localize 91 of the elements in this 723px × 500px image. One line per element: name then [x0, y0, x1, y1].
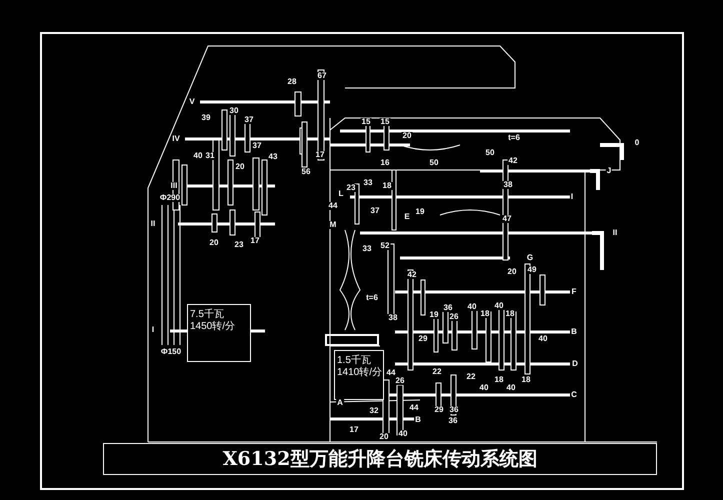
part-label: D	[571, 360, 579, 368]
part-label: 26	[394, 377, 406, 385]
part-label: A	[336, 399, 344, 407]
part-label: 23	[346, 184, 356, 192]
part-label: C	[570, 391, 578, 399]
part-label: 18	[382, 182, 392, 190]
part-label: 36	[442, 304, 454, 312]
part-label: 33	[362, 245, 372, 253]
part-label: L	[338, 190, 344, 198]
part-label: 18	[520, 376, 532, 384]
motor-box	[187, 304, 251, 362]
part-label: Ф290	[158, 194, 182, 202]
part-label: 19	[428, 311, 440, 319]
part-label: 31	[204, 152, 216, 160]
part-label: 39	[200, 114, 212, 122]
part-label: 29	[418, 335, 428, 343]
part-label: 40	[466, 303, 478, 311]
part-label: 36	[448, 417, 458, 425]
part-label: 28	[286, 78, 298, 86]
part-label: 56	[300, 168, 312, 176]
part-label: 40	[478, 384, 490, 392]
part-label: 38	[388, 314, 398, 322]
motor-box	[334, 350, 384, 400]
part-label: 18	[494, 376, 504, 384]
part-label: 18	[504, 310, 516, 318]
part-label: 36	[448, 406, 460, 414]
part-label: 30	[228, 107, 240, 115]
part-label: V	[188, 98, 196, 106]
part-label: 40	[398, 430, 408, 438]
part-label: II	[612, 229, 618, 237]
part-label: 42	[406, 271, 418, 279]
part-label: 50	[484, 149, 496, 157]
part-label: 17	[314, 151, 326, 159]
part-label: I	[150, 326, 156, 334]
part-label: J	[606, 167, 612, 175]
part-label: 52	[380, 242, 390, 250]
part-label: t=6	[365, 294, 379, 302]
part-label: Ф150	[160, 348, 182, 356]
part-label: F	[570, 288, 578, 296]
part-label: 33	[362, 179, 374, 187]
part-label: 44	[408, 404, 420, 412]
part-label: 22	[466, 373, 476, 381]
part-label: 38	[502, 181, 514, 189]
part-label: 22	[432, 368, 442, 376]
part-label: B	[570, 328, 578, 336]
part-label: 20	[208, 239, 220, 247]
motor-spec: 1450转/分	[190, 321, 236, 333]
part-label: II	[150, 220, 156, 228]
part-label: E	[403, 213, 411, 221]
part-label: IV	[171, 135, 181, 143]
part-label: 42	[508, 157, 518, 165]
part-label: B	[414, 416, 422, 424]
part-label: 44	[386, 369, 396, 377]
part-label: 26	[448, 313, 460, 321]
part-label: 16	[380, 159, 390, 167]
part-label: 23	[234, 241, 244, 249]
part-label: 18	[480, 310, 490, 318]
part-label: 47	[502, 215, 512, 223]
part-label: 37	[244, 116, 254, 124]
motor-spec: 7.5千瓦	[190, 309, 224, 321]
part-label: 37	[370, 207, 380, 215]
part-label: 40	[506, 384, 516, 392]
part-label: 20	[402, 132, 412, 140]
motor-spec: 1410转/分	[337, 367, 382, 379]
part-label: 40	[494, 302, 504, 310]
part-label: 20	[234, 163, 246, 171]
title: X6132型万能升降台铣床传动系统图	[222, 447, 538, 472]
part-label: 44	[328, 202, 338, 210]
part-label: 17	[348, 426, 360, 434]
part-label: 40	[192, 152, 204, 160]
part-label: G	[526, 254, 534, 262]
part-label: III	[170, 182, 178, 190]
part-label: 37	[252, 142, 262, 150]
part-label: 49	[526, 266, 538, 274]
part-label: 32	[368, 407, 380, 415]
part-label: 43	[268, 153, 278, 161]
part-label: 20	[506, 268, 518, 276]
part-label: M	[328, 221, 338, 229]
part-label: 67	[316, 72, 328, 80]
part-label: 0	[634, 139, 640, 147]
part-label: 29	[434, 406, 444, 414]
part-label: 40	[538, 335, 548, 343]
part-label: 50	[428, 159, 440, 167]
part-label: t=6	[507, 134, 521, 142]
part-label: 20	[378, 433, 390, 441]
part-label: 15	[380, 118, 390, 126]
motor-spec: 1.5千瓦	[337, 355, 371, 367]
part-label: 17	[250, 237, 260, 245]
part-label: 15	[360, 118, 372, 126]
part-label: I	[570, 193, 574, 201]
part-label: 19	[414, 208, 426, 216]
